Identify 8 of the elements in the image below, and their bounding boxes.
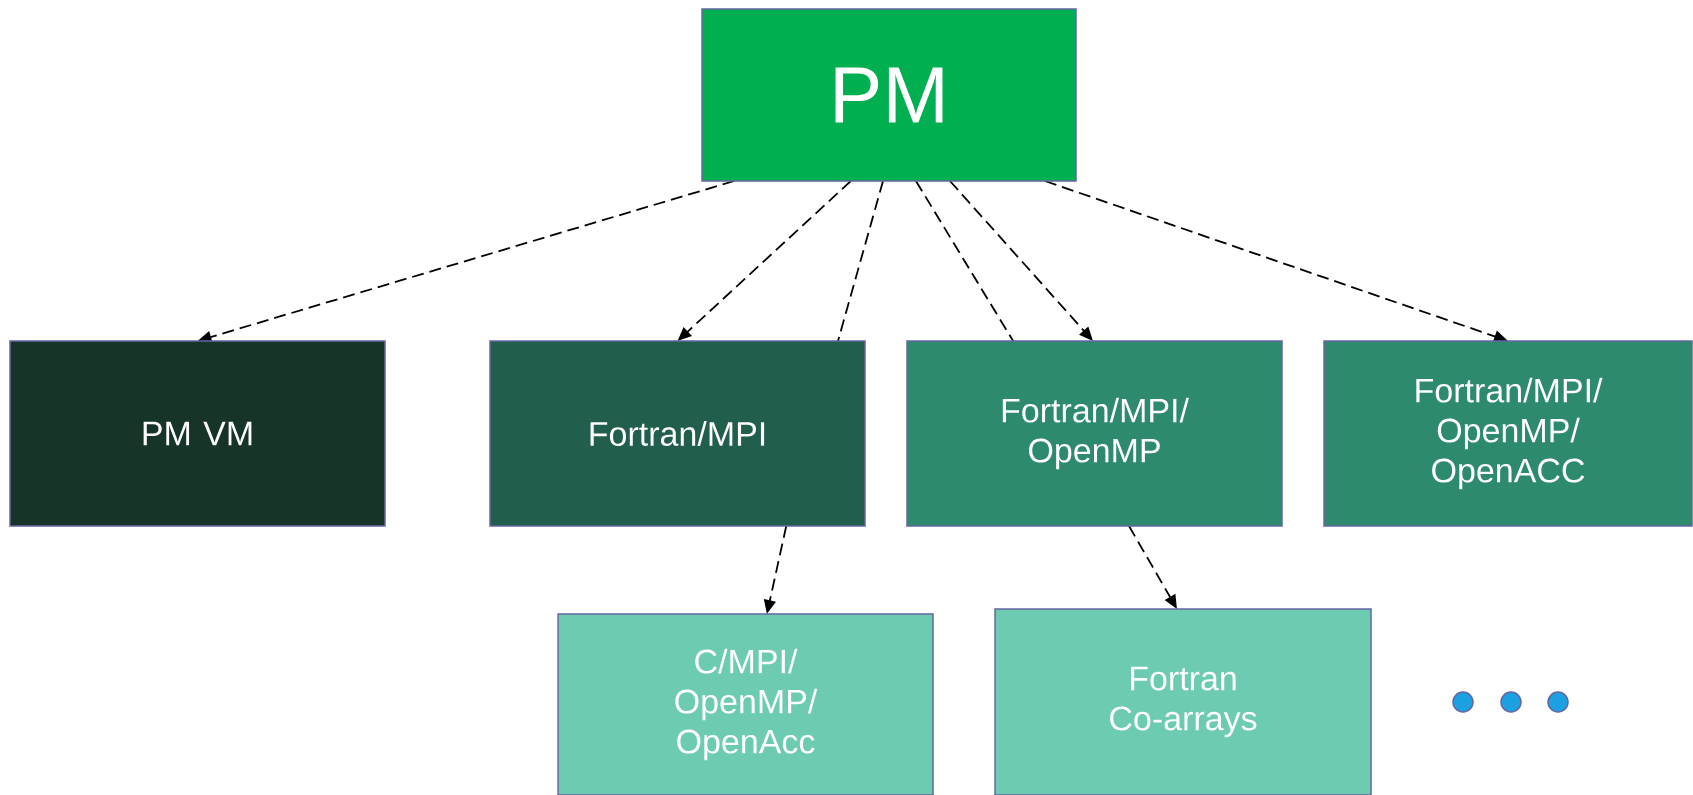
process-box: Fortran/MPI/ OpenMP [906,340,1283,527]
process-box: PM [701,8,1077,182]
arrow [949,180,1093,341]
process-box: C/MPI/ OpenMP/ OpenAcc [557,613,934,795]
process-box: Fortran/MPI [489,340,866,527]
process-box: Fortran/MPI/ OpenMP/ OpenACC [1323,340,1693,527]
process-box: PM VM [9,340,386,527]
process-box: Fortran Co-arrays [994,608,1372,795]
